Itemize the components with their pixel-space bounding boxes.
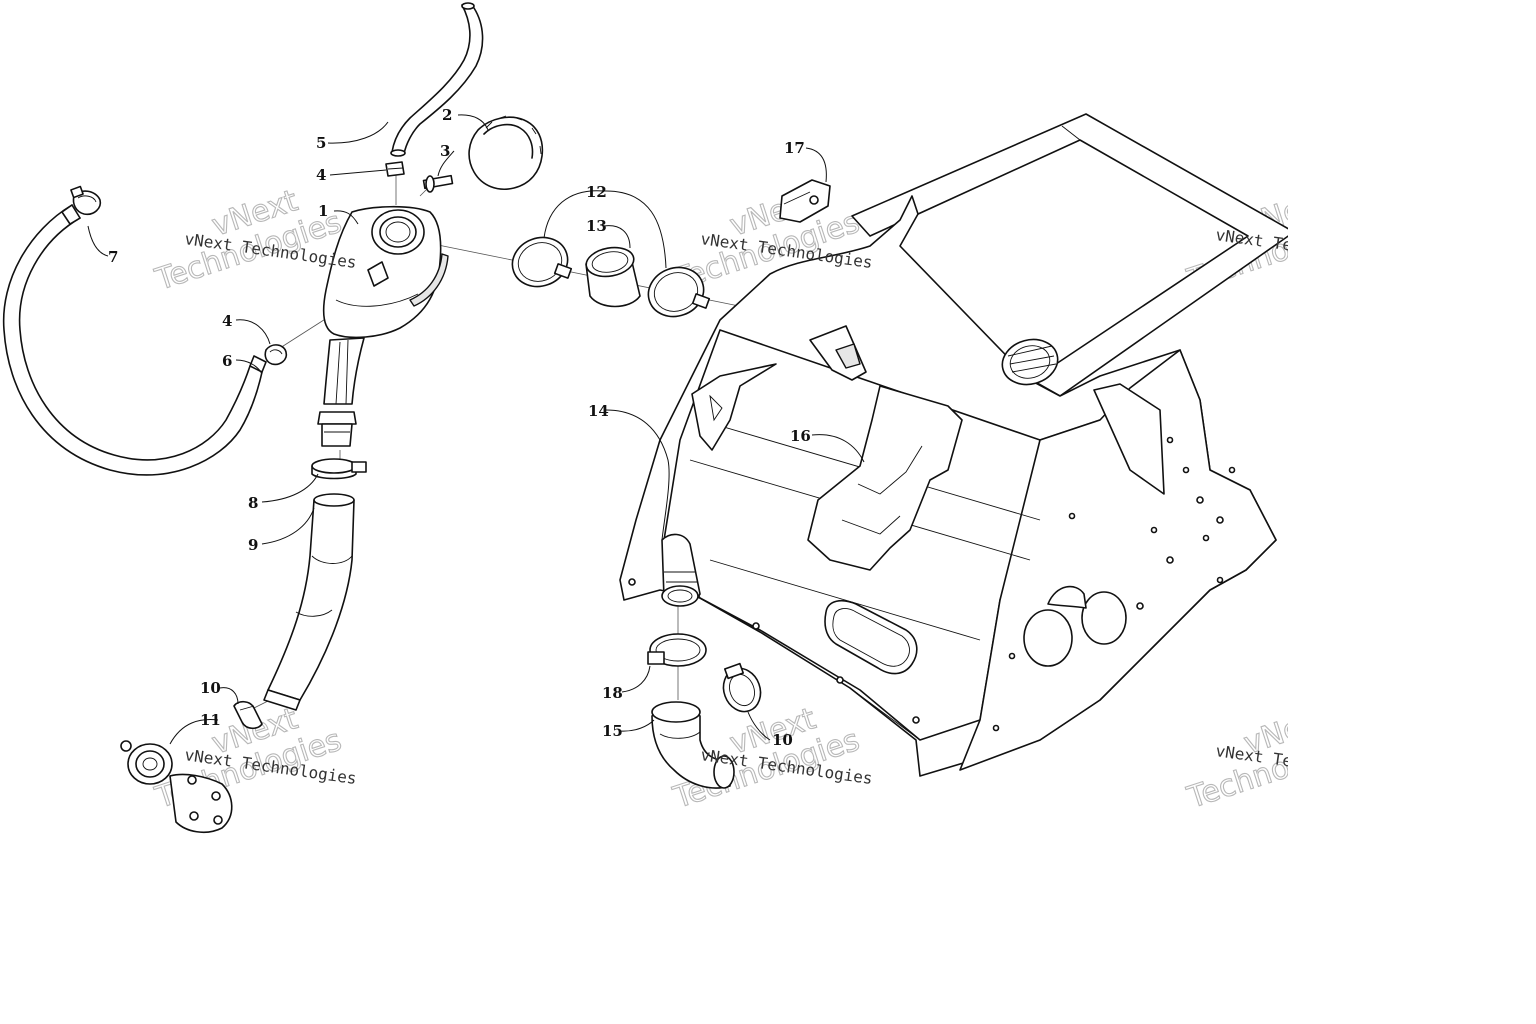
callout-1: 1: [318, 202, 328, 220]
thermostat-11: [120, 740, 233, 834]
callout-7: 7: [108, 248, 118, 266]
callout-14: 14: [588, 402, 609, 420]
callout-10-right: 10: [772, 731, 793, 749]
outlet-stub: [661, 533, 701, 607]
clamp-10-left: [233, 700, 263, 730]
callout-6: 6: [222, 352, 232, 370]
baffle-16: [807, 385, 963, 571]
callout-3: 3: [440, 142, 450, 160]
hose-7: [2, 204, 267, 476]
callout-4-upper: 4: [316, 166, 326, 184]
valve-3: [422, 174, 454, 193]
callout-16: 16: [790, 427, 811, 445]
callout-8: 8: [248, 494, 258, 512]
callout-9: 9: [248, 536, 258, 554]
hose-9: [263, 493, 355, 711]
clamp-10-right: [722, 662, 762, 713]
callout-4-left: 4: [222, 312, 232, 330]
callout-15: 15: [602, 722, 623, 740]
leader-lines: [87, 114, 865, 745]
hose-clamp-7: [70, 185, 102, 216]
callout-13: 13: [586, 217, 607, 235]
elbow-hose-15: [651, 701, 735, 789]
right-margin: [1288, 0, 1536, 1024]
hose-clamp-18: [647, 633, 707, 667]
callout-2: 2: [442, 106, 452, 124]
hose-5: [390, 2, 484, 157]
bracket-17: [779, 179, 831, 223]
callout-17: 17: [784, 139, 805, 157]
callout-12: 12: [586, 183, 607, 201]
filler-cap-2: [468, 115, 544, 190]
callout-5: 5: [316, 134, 326, 152]
hose-clamp-8: [311, 458, 367, 480]
callout-18: 18: [602, 684, 623, 702]
callout-11: 11: [200, 711, 221, 729]
hose-clamp-12b: [647, 266, 711, 318]
hose-clamp-12a: [511, 236, 573, 288]
callout-10-left: 10: [200, 679, 221, 697]
clamp-4-left: [264, 344, 288, 366]
coupler-13: [585, 246, 641, 308]
callout-labels: 1 2 3 4 5 4 6 7 8 9 10 11 12 13 14 16 17…: [108, 106, 811, 749]
bulkhead-14: [619, 113, 1295, 777]
coolant-reservoir-1: [317, 205, 449, 447]
clamp-4-upper: [385, 161, 405, 177]
